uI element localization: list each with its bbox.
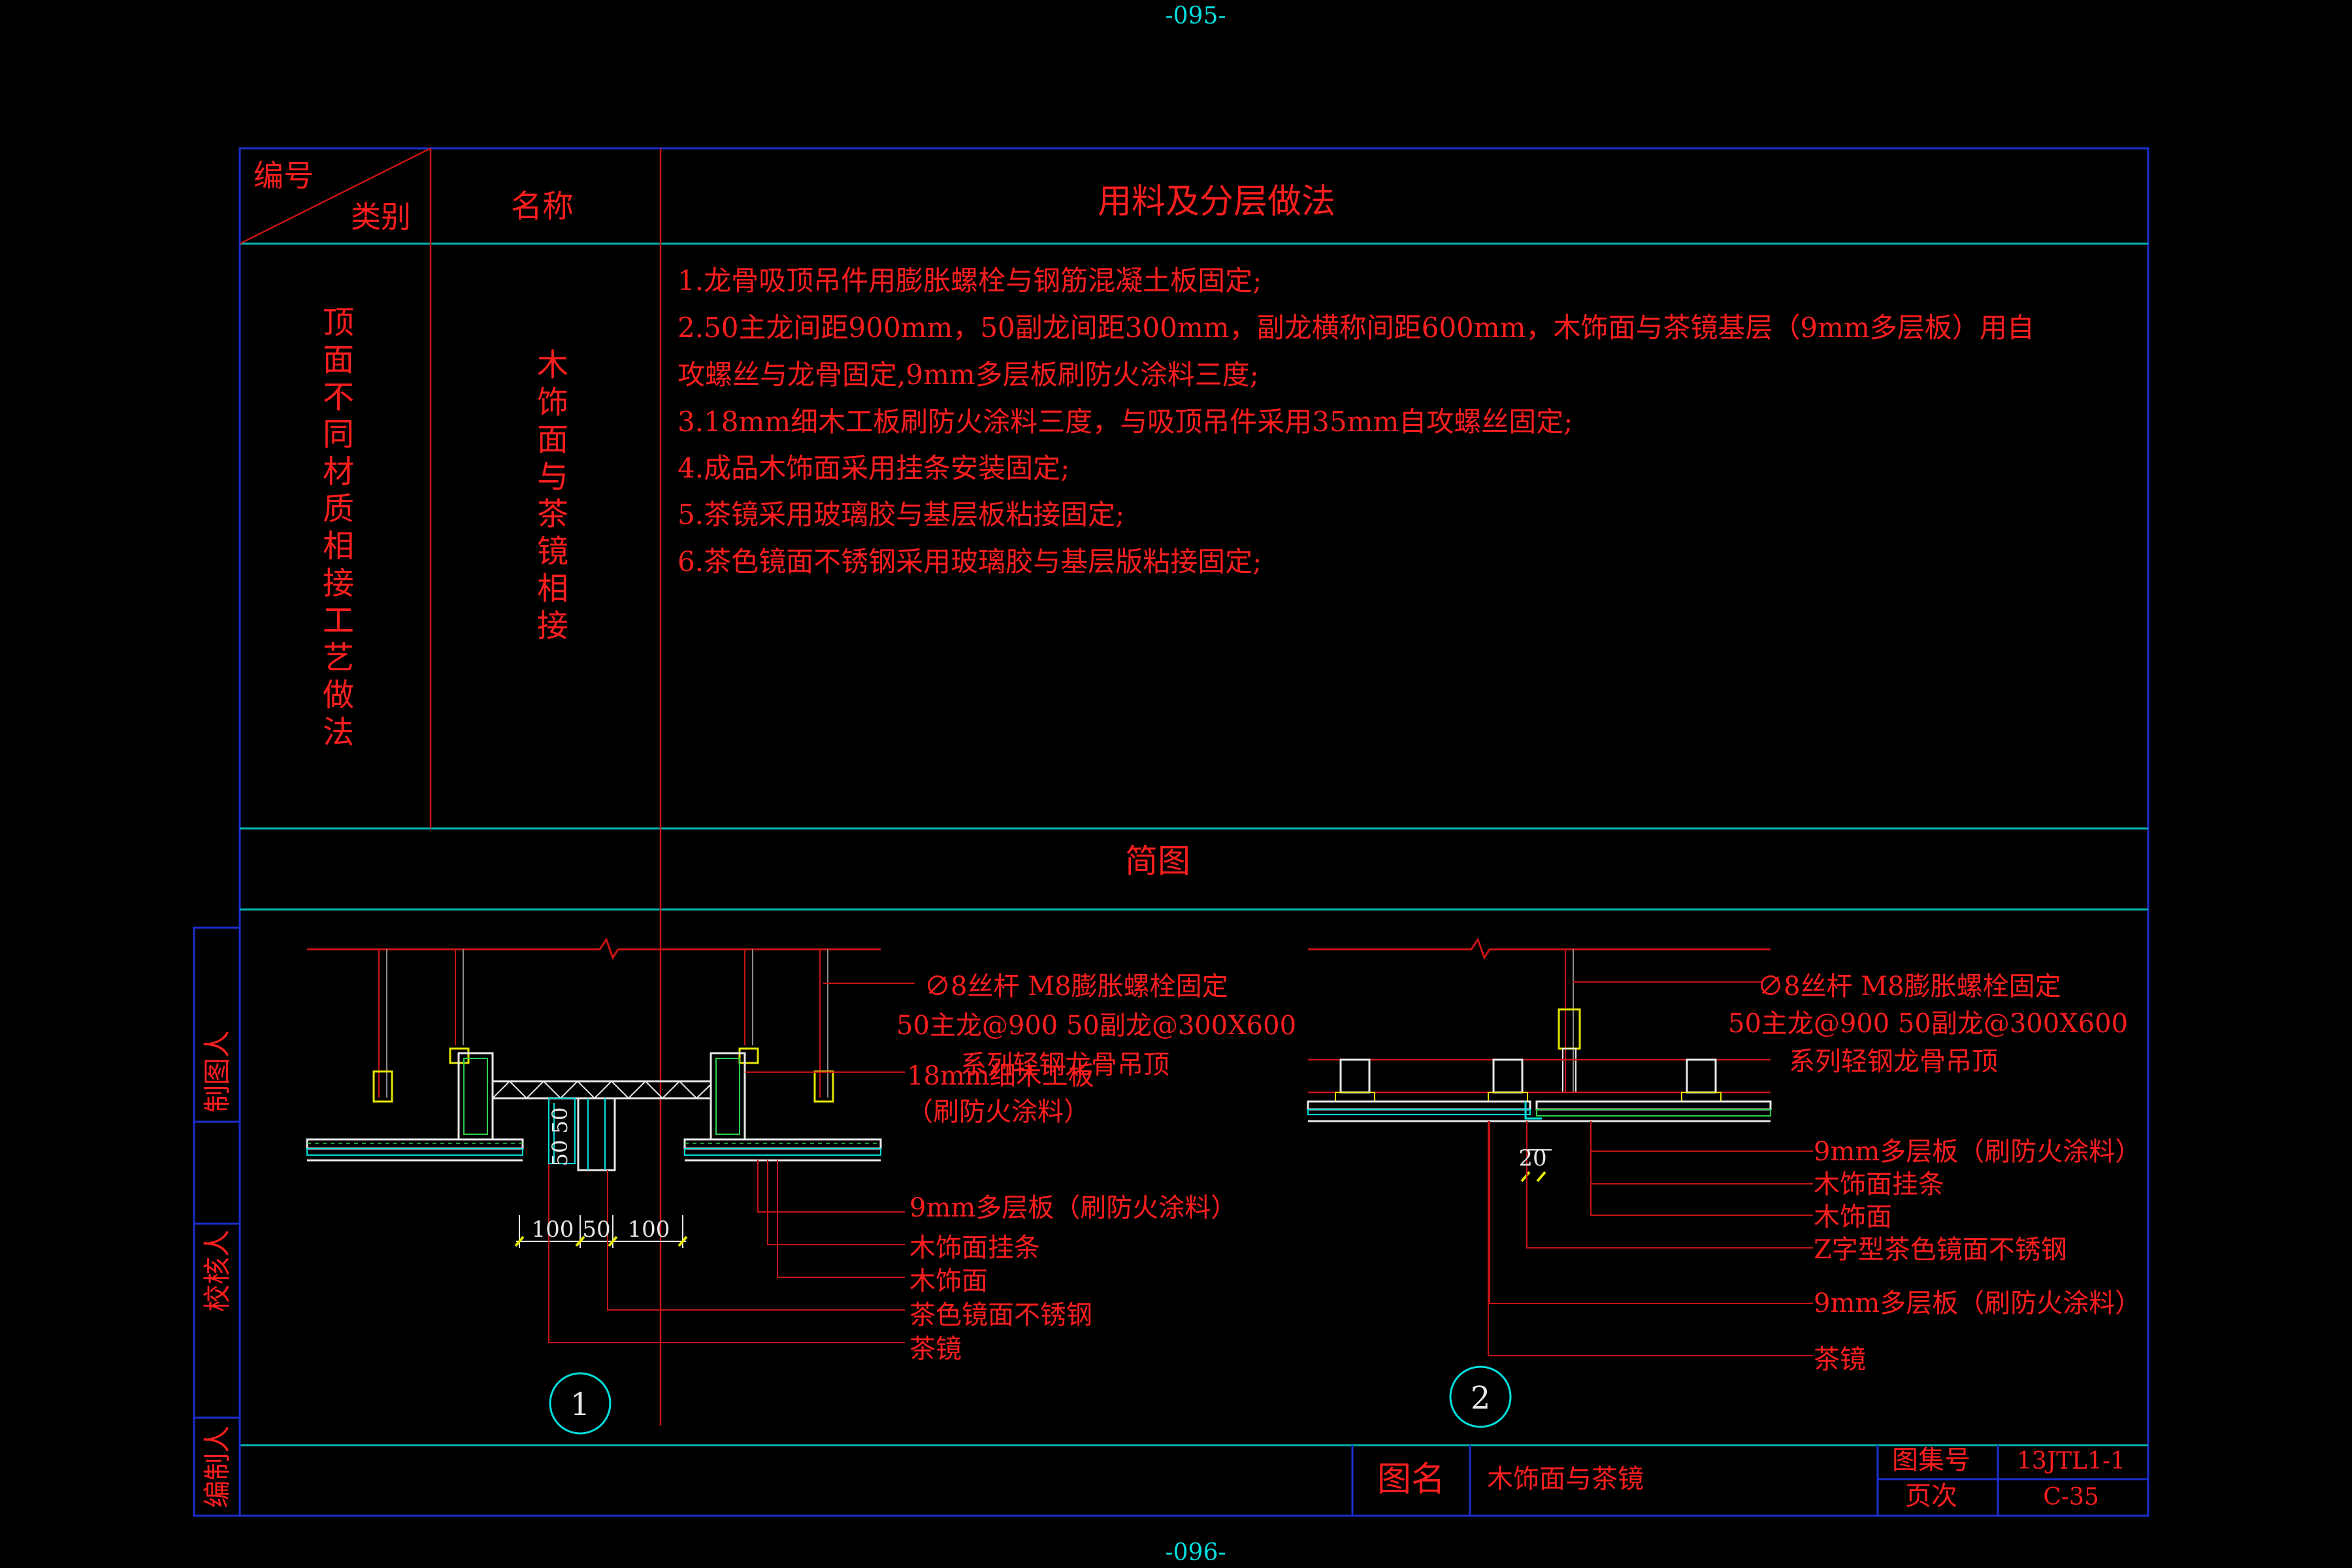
diagram-1-callout-steel: 茶色镜面不锈钢	[909, 1300, 1092, 1330]
diagram-2-callout-veneer: 木饰面	[1814, 1202, 1892, 1232]
diagram-2-callout-mirror: 茶镜	[1814, 1345, 1866, 1375]
method-step: 2.50主龙间距900mm，50副龙间距300mm，副龙横称间距600mm，木饰…	[678, 312, 2034, 344]
name-char: 相	[537, 570, 568, 607]
sketch-label: 简图	[1125, 842, 1190, 880]
diagram-2-drawing	[1307, 937, 1813, 1428]
diagram-2-dim-20: 20	[1518, 1145, 1546, 1171]
diagram-1-dim-v50a: 50	[547, 1140, 572, 1167]
method-steps: 1.龙骨吸顶吊件用膨胀螺栓与钢筋混凝土板固定; 2.50主龙间距900mm，50…	[678, 265, 2034, 578]
category-char: 接	[323, 565, 354, 602]
category-char: 做	[323, 677, 354, 713]
table-frame	[238, 147, 2149, 1517]
diagram-1-callout-board18-a: 18mm细木工板	[907, 1061, 1094, 1091]
category-char: 不	[323, 379, 354, 416]
name-char: 茶	[537, 496, 568, 532]
diagram-1-dim-v50b: 50	[547, 1107, 572, 1134]
name-char: 饰	[537, 384, 568, 421]
drawing-name-label: 图名	[1377, 1460, 1445, 1499]
side-label-compiler: 编制人	[201, 1426, 233, 1508]
method-step: 1.龙骨吸顶吊件用膨胀螺栓与钢筋混凝土板固定;	[678, 265, 1262, 297]
side-label-checker: 校核人	[201, 1230, 233, 1312]
header-number-label: 编号	[253, 158, 314, 193]
diagram-1-dim-100b: 100	[628, 1217, 670, 1243]
drawing-name: 木饰面与茶镜	[1487, 1464, 1644, 1494]
name-char: 接	[537, 608, 568, 644]
header-name-label: 名称	[511, 188, 574, 225]
name-char: 面	[537, 421, 568, 458]
name-vertical-text: 木 饰 面 与 茶 镜 相 接	[537, 347, 568, 644]
page-marker-top: -095-	[1165, 3, 1226, 29]
side-strip	[193, 926, 241, 1517]
category-char: 面	[323, 342, 354, 378]
page-marker-bottom: -096-	[1165, 1539, 1226, 1566]
diagram-1-drawing	[306, 937, 915, 1435]
diagram-1-callout-rod: ∅8丝杆 M8膨胀螺栓固定	[924, 972, 1228, 1002]
diagram-2-callout-strip: 木饰面挂条	[1814, 1169, 1944, 1200]
diagram-1-callout-ply9: 9mm多层板（刷防火涂料）	[909, 1193, 1237, 1223]
header-method-label: 用料及分层做法	[1098, 182, 1335, 221]
name-char: 与	[537, 459, 568, 495]
diagram-1-callout-board18-b: （刷防火涂料）	[907, 1097, 1090, 1127]
diagram-1-dim-100a: 100	[532, 1217, 574, 1243]
category-char: 材	[323, 453, 354, 490]
diagram-2-callout-keels: 50主龙@900 50副龙@300X600	[1728, 1009, 2128, 1039]
header-category-label: 类别	[351, 199, 411, 235]
diagram-2-callout-ply9-top: 9mm多层板（刷防火涂料）	[1814, 1137, 2141, 1167]
method-step: 6.茶色镜面不锈钢采用玻璃胶与基层版粘接固定;	[678, 546, 1262, 578]
method-step: 5.茶镜采用玻璃胶与基层板粘接固定;	[678, 498, 1124, 531]
diagram-1-dim-50: 50	[582, 1217, 610, 1243]
diagram-2-callout-ply9-bottom: 9mm多层板（刷防火涂料）	[1814, 1288, 2141, 1318]
name-char: 镜	[537, 533, 568, 570]
diagram-2-callout-rod: ∅8丝杆 M8膨胀螺栓固定	[1757, 972, 2061, 1002]
atlas-number: 13JTL1-1	[2017, 1448, 2125, 1475]
diagram-1-callout-strip: 木饰面挂条	[909, 1233, 1040, 1263]
category-char: 法	[323, 714, 354, 751]
page-label: 页次	[1905, 1481, 1957, 1511]
diagram-1-callout-system: 系列轻钢龙骨吊顶	[960, 1050, 1169, 1080]
category-char: 质	[323, 491, 354, 527]
category-char: 顶	[323, 304, 354, 341]
diagram-1-callout-veneer: 木饰面	[909, 1266, 988, 1296]
method-step: 3.18mm细木工板刷防火涂料三度，与吸顶吊件采用35mm自攻螺丝固定;	[678, 406, 1573, 438]
diagram-1-callout-mirror: 茶镜	[909, 1334, 962, 1364]
diagram-2-callout-system: 系列轻钢龙骨吊顶	[1789, 1047, 1998, 1077]
atlas-label: 图集号	[1892, 1445, 1970, 1475]
method-step: 攻螺丝与龙骨固定,9mm多层板刷防火涂料三度;	[678, 359, 1259, 391]
method-step: 4.成品木饰面采用挂条安装固定;	[678, 452, 1070, 484]
diagram-2-number: 2	[1471, 1380, 1491, 1416]
category-vertical-text: 顶 面 不 同 材 质 相 接 工 艺 做 法	[323, 304, 354, 751]
category-char: 同	[323, 416, 354, 453]
page-number: C-35	[2043, 1484, 2099, 1511]
side-label-drafter: 制图人	[201, 1030, 233, 1113]
title-block	[1351, 1445, 2148, 1516]
name-char: 木	[537, 347, 568, 384]
category-char: 工	[323, 602, 354, 639]
category-char: 艺	[323, 640, 354, 676]
diagram-2-callout-zsteel: Z字型茶色镜面不锈钢	[1814, 1235, 2067, 1265]
category-char: 相	[323, 528, 354, 564]
diagram-1-number: 1	[570, 1386, 591, 1423]
diagram-1-callout-keels: 50主龙@900 50副龙@300X600	[896, 1011, 1296, 1041]
